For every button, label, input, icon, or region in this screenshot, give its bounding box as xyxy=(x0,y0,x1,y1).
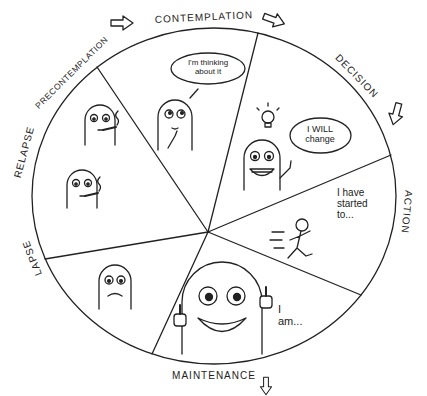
figure-body xyxy=(67,170,97,208)
figure-pupil xyxy=(108,280,111,283)
stage-label: MAINTENANCE xyxy=(172,370,256,381)
cigarette xyxy=(85,193,98,196)
figure-pupil xyxy=(87,183,89,185)
smoke xyxy=(116,111,119,125)
speech-text: I WILL change xyxy=(300,125,340,145)
figure-body xyxy=(158,100,192,150)
cycle-arrow xyxy=(386,102,405,127)
figure-eye xyxy=(251,152,260,161)
figure-body xyxy=(244,140,280,190)
figure-eye xyxy=(177,110,185,118)
figure-hand xyxy=(280,161,291,178)
figure-eye xyxy=(105,276,113,284)
figure-eye xyxy=(227,287,245,305)
figure-hand xyxy=(168,131,177,148)
bubble-text-wrap: I WILL change xyxy=(300,125,340,145)
stage-label: ACTION xyxy=(400,189,415,234)
bubble-text-wrap: I'm thinking about it xyxy=(183,59,233,77)
figure-pupil xyxy=(234,294,241,301)
cycle-arrow xyxy=(111,16,133,30)
wheel-rim xyxy=(32,28,396,364)
stage-label: RELAPSE xyxy=(12,125,36,179)
figure-eye xyxy=(265,152,274,161)
figure-pupil xyxy=(254,156,257,159)
figure-eye xyxy=(117,276,125,284)
figure-pupil xyxy=(169,112,172,115)
speech-text: I have started to... xyxy=(337,187,387,220)
figure-pupil xyxy=(75,183,77,185)
runner-head xyxy=(296,219,308,231)
figure-frown xyxy=(108,294,122,297)
figure-eye xyxy=(165,110,173,118)
thumbs-up xyxy=(265,287,267,296)
thumbs-up xyxy=(174,314,186,326)
figure-smile xyxy=(198,318,246,332)
figure-mouth xyxy=(172,128,178,129)
cigarette xyxy=(103,127,116,130)
figure-teeth xyxy=(252,171,272,172)
figure-body xyxy=(99,265,131,309)
stage-label: CONTEMPLATION xyxy=(155,9,254,25)
lightbulb xyxy=(262,111,274,123)
lightbulb xyxy=(265,123,271,127)
figure-body xyxy=(182,262,262,354)
sector-divider xyxy=(208,155,391,232)
figure-body xyxy=(85,105,115,145)
speed-lines xyxy=(270,232,284,248)
speech-bubble: I'm thinking about it xyxy=(170,52,246,85)
speech-text: I'm thinking about it xyxy=(183,59,233,77)
figure-eye xyxy=(199,287,217,305)
figure-pupil xyxy=(120,280,123,283)
figure-eye xyxy=(91,115,98,122)
cycle-arrow xyxy=(261,10,286,31)
speech-text: I am... xyxy=(278,303,302,327)
thumbs-up xyxy=(179,305,181,314)
smoke xyxy=(98,177,101,191)
figure-pupil xyxy=(268,156,271,159)
figure-pupil xyxy=(181,112,184,115)
figure-pupil xyxy=(206,294,213,301)
figure-eye xyxy=(73,180,80,187)
sector-divider xyxy=(45,232,208,259)
figure-pupil xyxy=(93,118,95,120)
exit-arrow xyxy=(260,377,271,395)
bubble-outline xyxy=(290,118,351,153)
figure-eye xyxy=(103,115,110,122)
stage-label: PRECONTEMPLATION xyxy=(34,35,110,111)
bubble-outline xyxy=(171,53,245,84)
runner-body xyxy=(288,231,312,258)
figure-eye xyxy=(85,180,92,187)
speech-bubble: I WILL change xyxy=(289,117,352,154)
sector-divider xyxy=(97,67,208,232)
figure-pupil xyxy=(105,118,107,120)
figure-grin xyxy=(250,169,274,176)
lightbulb-rays xyxy=(257,103,279,110)
bubble-tail xyxy=(190,89,198,98)
thumbs-up xyxy=(260,296,272,308)
